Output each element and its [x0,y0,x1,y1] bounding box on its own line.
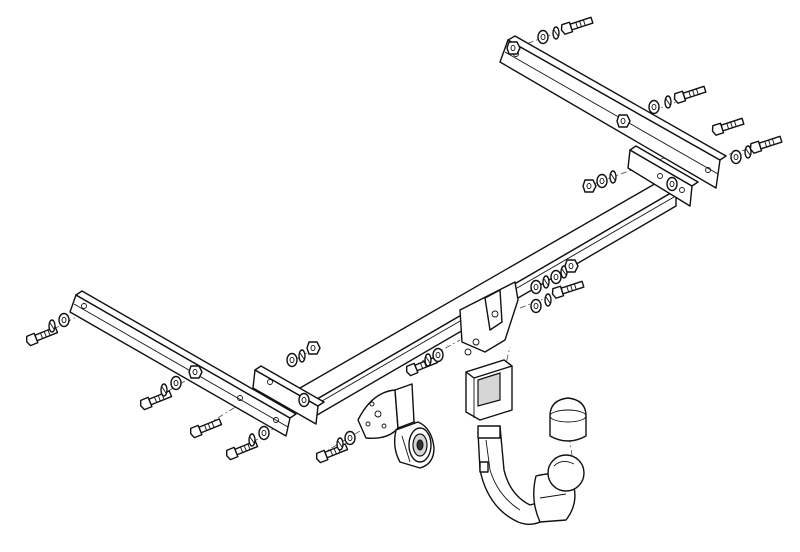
ball-cover-cap [549,397,587,442]
fasteners-left-mid [138,365,203,412]
towball-receiver-block [465,359,513,421]
center-mount-bracket [459,281,519,356]
right-end-plate [627,145,699,207]
socket-bracket [357,383,415,439]
tow-ball-neck [477,425,585,525]
fasteners-left-low [188,416,270,462]
fasteners-left-top [24,312,70,348]
right-side-bracket [499,35,727,189]
fasteners-right-top [506,14,595,55]
electrical-socket [393,421,435,469]
left-side-bracket [69,290,297,437]
